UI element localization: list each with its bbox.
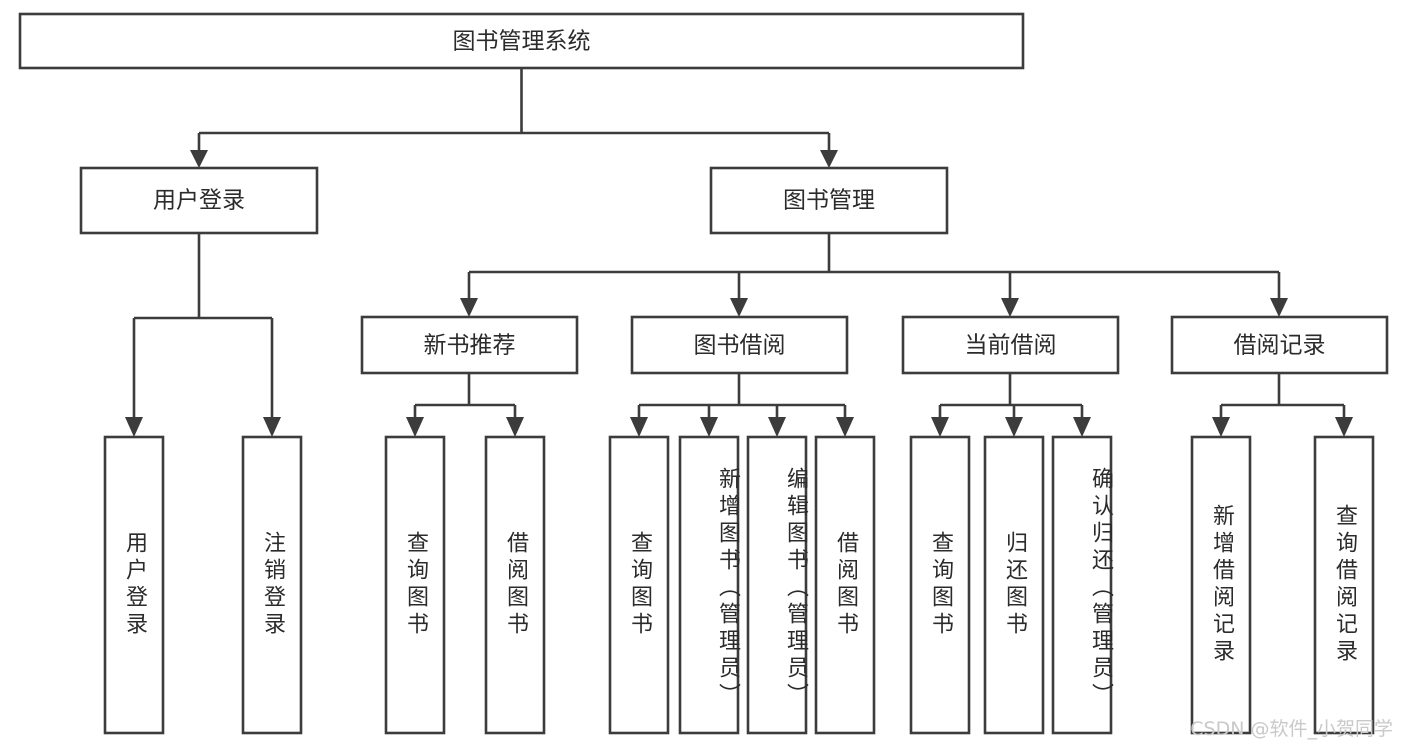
connector-group-root [190, 68, 838, 168]
connector-group-user-login [125, 233, 281, 437]
node-box-user-login-do[interactable] [103, 435, 165, 735]
arrow-to-query-book-2 [630, 417, 648, 437]
arrow-to-add-book-admin [700, 417, 718, 437]
arrow-to-return-book [1005, 417, 1023, 437]
connector-group-book-manage [460, 233, 1288, 317]
node-box-query-borrow-record[interactable] [1313, 435, 1375, 735]
node-box-user-logout[interactable] [241, 435, 303, 735]
node-box-return-book[interactable] [983, 435, 1045, 735]
arrow-to-query-book-3 [931, 417, 949, 437]
arrow-to-book-borrow [730, 298, 748, 317]
node-book-manage[interactable]: 图书管理 [709, 166, 949, 235]
node-box-new-book-recommend[interactable] [360, 315, 579, 375]
node-label-book-manage: 图书管理 [783, 188, 875, 214]
node-new-book-recommend[interactable]: 新书推荐 [360, 315, 579, 375]
arrow-to-edit-book-admin [768, 417, 786, 437]
node-user-login[interactable]: 用户登录 [79, 166, 319, 235]
node-box-query-book-3[interactable] [909, 435, 971, 735]
arrow-to-book-manage [820, 150, 838, 168]
csdn-watermark: CSDN @软件_小贺同学 [1190, 718, 1393, 740]
node-box-user-login[interactable] [79, 166, 319, 235]
node-label-user-login: 用户登录 [153, 188, 245, 214]
node-box-current-borrow[interactable] [901, 315, 1120, 375]
arrow-to-user-login-do [125, 417, 143, 437]
node-label-new-book-recommend: 新书推荐 [424, 333, 516, 359]
node-box-borrow-book-2[interactable] [814, 435, 876, 735]
node-label-root: 图书管理系统 [453, 29, 591, 55]
arrow-to-borrow-record [1270, 298, 1288, 317]
node-borrow-record[interactable]: 借阅记录 [1170, 315, 1389, 375]
node-box-book-manage[interactable] [709, 166, 949, 235]
node-box-add-book-admin[interactable] [678, 435, 740, 735]
node-box-edit-book-admin[interactable] [746, 435, 808, 735]
node-box-query-book-2[interactable] [608, 435, 670, 735]
connector-group-current-borrow [931, 373, 1091, 437]
node-box-borrow-book-1[interactable] [484, 435, 546, 735]
leaf-boxes [103, 435, 1375, 735]
node-label-current-borrow: 当前借阅 [965, 333, 1057, 359]
arrow-to-borrow-book-2 [836, 417, 854, 437]
node-box-root[interactable] [18, 12, 1025, 70]
arrow-to-borrow-book-1 [506, 417, 524, 437]
arrow-to-query-borrow-record [1335, 417, 1353, 437]
arrow-to-query-book-1 [406, 417, 424, 437]
connector-group-book-borrow [630, 373, 854, 437]
arrow-to-user-login [190, 150, 208, 168]
arrow-to-current-borrow [1001, 298, 1019, 317]
arrow-to-user-logout [263, 417, 281, 437]
node-box-book-borrow[interactable] [630, 315, 849, 375]
node-box-borrow-record[interactable] [1170, 315, 1389, 375]
node-box-query-book-1[interactable] [384, 435, 446, 735]
node-current-borrow[interactable]: 当前借阅 [901, 315, 1120, 375]
node-root[interactable]: 图书管理系统 [18, 12, 1025, 70]
connector-group-borrow-record [1212, 373, 1353, 437]
arrow-to-add-borrow-record [1212, 417, 1230, 437]
node-box-add-borrow-record[interactable] [1190, 435, 1252, 735]
node-box-confirm-return-admin[interactable] [1051, 435, 1113, 735]
node-book-borrow[interactable]: 图书借阅 [630, 315, 849, 375]
arrow-to-confirm-return-admin [1073, 417, 1091, 437]
node-label-book-borrow: 图书借阅 [694, 333, 786, 359]
connector-group-new-book-recommend [406, 373, 524, 437]
node-label-borrow-record: 借阅记录 [1234, 333, 1326, 359]
arrow-to-new-book-recommend [460, 298, 478, 317]
